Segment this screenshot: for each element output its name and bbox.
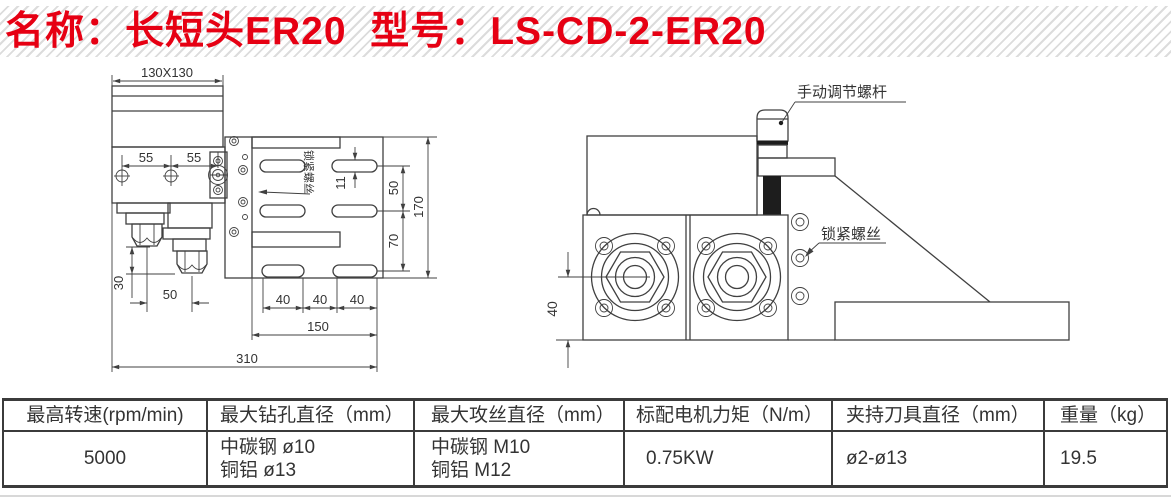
screw-shaft xyxy=(763,176,781,215)
lock-screw-label-left: 锁紧螺丝 xyxy=(302,150,316,194)
lock-screws-column xyxy=(791,213,809,305)
spec-value-max-speed: 5000 xyxy=(83,448,127,469)
dim-slot-pitch-c: 40 xyxy=(350,292,364,307)
page-title: 名称：长短头ER20 型号：LS-CD-2-ER20 xyxy=(5,10,767,53)
right-dimensions: 40 xyxy=(544,252,650,368)
dim-slot-height: 11 xyxy=(333,176,348,190)
spec-header-tool-clamp-dia: 夹持刀具直径（mm） xyxy=(831,401,1043,432)
adjust-arm xyxy=(757,157,836,177)
adjust-rod-label: 手动调节螺杆 xyxy=(797,84,887,101)
dim-head-offset: 30 xyxy=(111,276,126,290)
lock-screw-callout-right: 锁紧螺丝 xyxy=(805,226,886,257)
dim-plate-height: 170 xyxy=(411,196,426,218)
head-body xyxy=(111,146,226,229)
dim-hole-spacing-b: 55 xyxy=(187,150,201,165)
spec-value-max-tap-dia: 中碳钢 M10 铜铝 M12 xyxy=(413,432,623,485)
side-bracket xyxy=(208,151,228,199)
body-bump xyxy=(586,207,601,216)
dim-footprint: 130X130 xyxy=(141,65,193,80)
dim-slot-row-gap-a: 50 xyxy=(386,181,401,195)
adjust-rod-callout: 手动调节螺杆 xyxy=(781,84,906,123)
dim-slot-row-gap-b: 70 xyxy=(386,234,401,248)
spec-header-weight: 重量（kg） xyxy=(1043,401,1166,432)
spec-header-max-speed: 最高转速(rpm/min) xyxy=(4,401,206,432)
spec-table: 最高转速(rpm/min) 最大钻孔直径（mm） 最大攻丝直径（mm） 标配电机… xyxy=(2,398,1168,488)
lock-screw-label-right: 锁紧螺丝 xyxy=(821,226,881,243)
dim-overall-width: 310 xyxy=(236,351,258,366)
left-technical-drawing: 锁紧螺丝 130X130 55 55 30 xyxy=(111,65,437,372)
dim-head-spacing: 50 xyxy=(163,287,177,302)
left-dimensions: 130X130 55 55 30 50 11 xyxy=(111,65,437,372)
right-technical-drawing: 手动调节螺杆 锁紧螺丝 40 xyxy=(544,84,1070,368)
spec-value-tool-clamp-dia: ø2-ø13 xyxy=(831,432,1043,485)
technical-drawings: 锁紧螺丝 130X130 55 55 30 xyxy=(111,65,1070,372)
dim-hole-spacing-a: 55 xyxy=(139,150,153,165)
spec-value-weight: 19.5 xyxy=(1043,432,1166,485)
support-gusset xyxy=(788,175,1070,341)
dim-slot-pitch-b: 40 xyxy=(313,292,327,307)
adjust-knob xyxy=(756,109,836,215)
spindle-face-1 xyxy=(590,232,680,322)
spec-header-max-tap-dia: 最大攻丝直径（mm） xyxy=(413,401,623,432)
base-plate xyxy=(834,301,1070,341)
dim-slot-pitch-a: 40 xyxy=(276,292,290,307)
spindle-head-long xyxy=(162,227,211,274)
page-bottom-rule xyxy=(0,495,1171,497)
title-bar: 名称：长短头ER20 型号：LS-CD-2-ER20 xyxy=(0,6,1171,57)
body-front xyxy=(582,214,789,341)
motor-outline xyxy=(586,135,758,216)
spec-header-motor-torque: 标配电机力矩（N/m） xyxy=(623,401,831,432)
motor-block xyxy=(111,85,224,148)
spindle-face-2 xyxy=(692,232,782,322)
dim-slot-span: 150 xyxy=(307,319,329,334)
spec-value-max-drill-dia: 中碳钢 ø10 铜铝 ø13 xyxy=(206,432,413,485)
spindle-head-short xyxy=(116,202,171,247)
dim-head-height: 40 xyxy=(544,301,560,317)
spec-value-motor-torque: 0.75KW xyxy=(623,432,831,485)
spec-header-max-drill-dia: 最大钻孔直径（mm） xyxy=(206,401,413,432)
lock-screw-callout-left: 锁紧螺丝 xyxy=(258,150,316,195)
